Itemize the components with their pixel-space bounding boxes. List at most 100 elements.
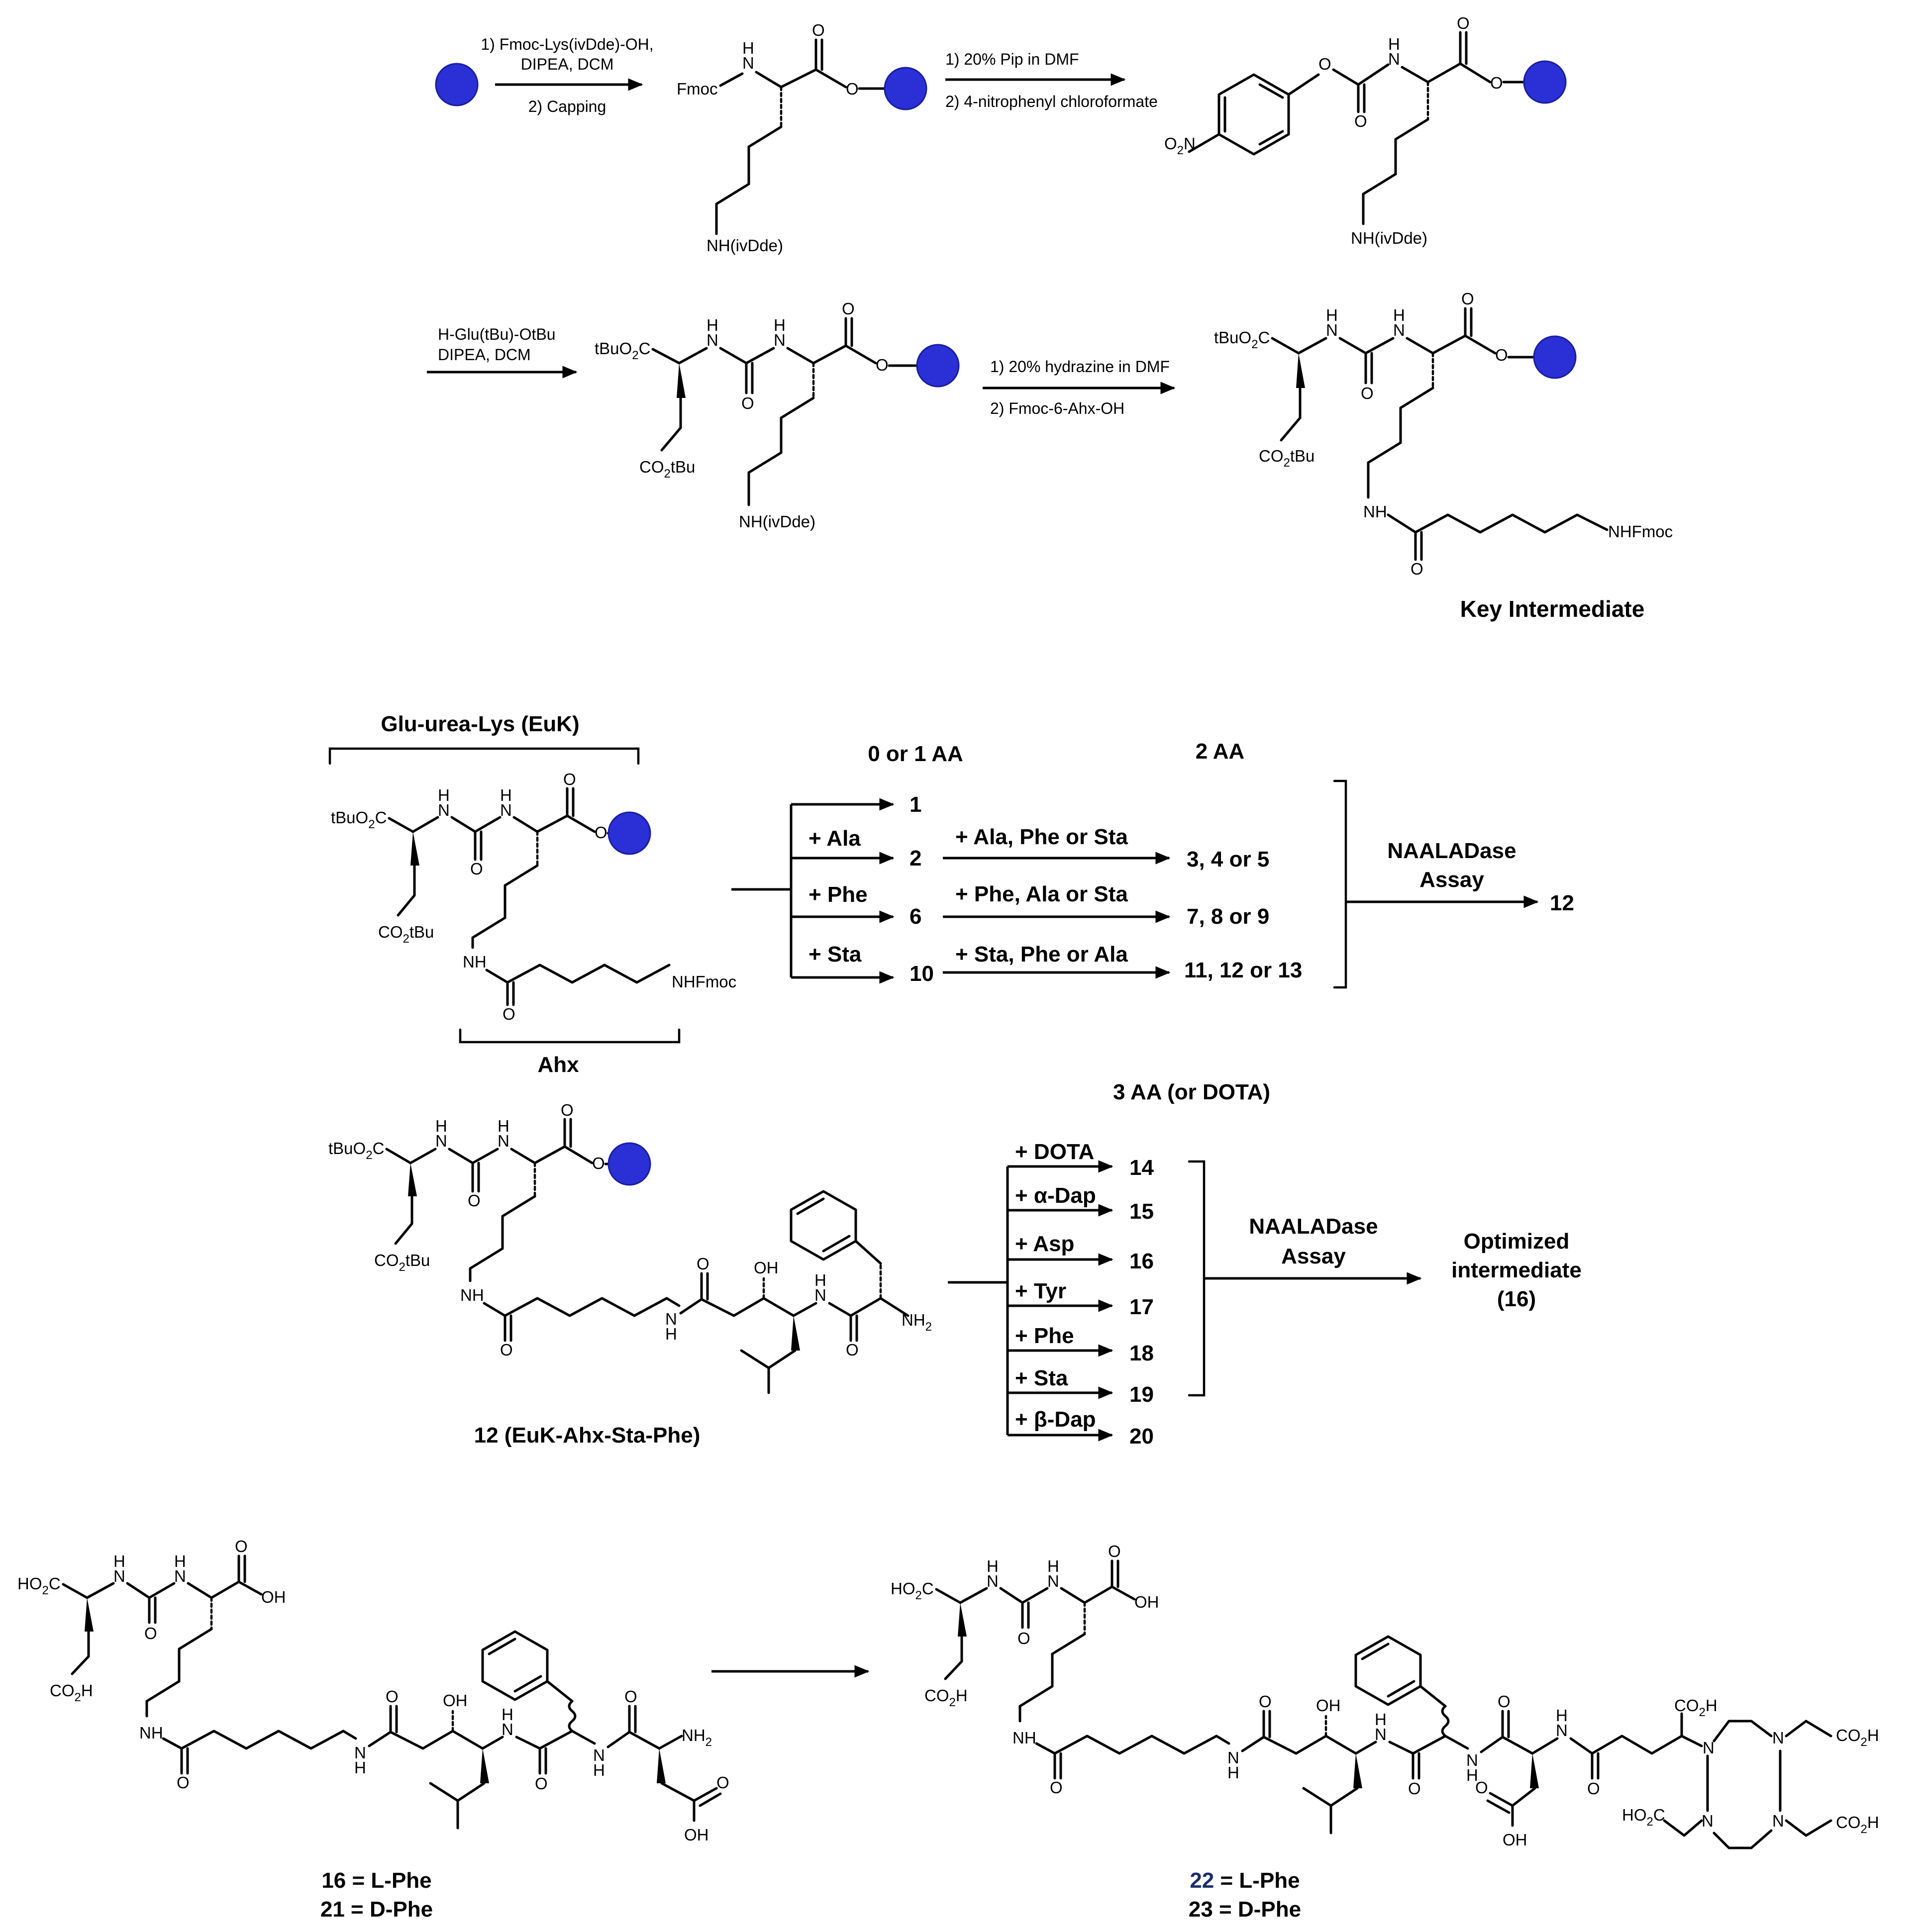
nh-ivdde-3: NH(ivDde)	[739, 512, 815, 531]
svg-text:CO2H: CO2H	[1674, 1696, 1717, 1719]
atom-oh: OH	[1503, 1831, 1527, 1849]
atom-o: O	[1017, 1629, 1030, 1647]
assay2-line2: Assay	[1281, 1244, 1346, 1268]
reagent2-sta: + Sta, Phe or Ala	[955, 942, 1128, 966]
fmoc-label: Fmoc	[677, 80, 718, 98]
atom-h: H	[500, 786, 512, 804]
optimized-line2: intermediate	[1451, 1258, 1582, 1282]
atom-nh: NH	[139, 1724, 163, 1742]
co2tbu-1: CO	[374, 1251, 399, 1269]
sub-2: 2	[75, 1691, 81, 1704]
co2tbu-1: CO	[639, 458, 664, 476]
product-17: 17	[1129, 1295, 1154, 1319]
svg-text:CO2H: CO2H	[50, 1681, 93, 1704]
sub-2: 2	[925, 1320, 932, 1334]
atom-o: O	[716, 1773, 729, 1792]
atom-o: O	[1361, 384, 1374, 402]
cond4-line1: 1) 20% hydrazine in DMF	[990, 358, 1170, 376]
atom-o-link: O	[876, 356, 889, 374]
atom-ho2c: HO	[17, 1574, 42, 1593]
svg-text:HO2C: HO2C	[17, 1574, 61, 1597]
sub-2: 2	[949, 1696, 956, 1709]
atom-h: H	[814, 1271, 826, 1289]
atom-n: N	[435, 1132, 447, 1150]
svg-text:tBuO2C: tBuO2C	[328, 1139, 384, 1162]
atom-n: N	[1375, 1725, 1387, 1743]
atom-o: O	[1050, 1778, 1063, 1797]
assay-bracket-2	[1188, 1160, 1206, 1397]
atom-oh: OH	[754, 1258, 779, 1277]
reagent-a-dap: + α-Dap	[1015, 1183, 1096, 1208]
atom-n: N	[707, 331, 718, 349]
atom-n: N	[1466, 1751, 1478, 1769]
reagent-b-dap: + β-Dap	[1015, 1407, 1096, 1432]
product-14: 14	[1129, 1156, 1154, 1180]
tbu-1: tBu	[409, 923, 434, 941]
svg-text:NH2: NH2	[902, 1311, 932, 1334]
atom-co2h: CO	[1836, 1726, 1861, 1744]
atom-o: O	[235, 1537, 248, 1555]
atom-h-end: H	[1706, 1696, 1717, 1715]
row1: 1) Fmoc-Lys(ivDde)-OH, DIPEA, DCM 2) Cap…	[435, 14, 1567, 255]
atom-o: O	[1354, 112, 1367, 130]
atom-h: H	[438, 786, 450, 804]
atom-o: O	[812, 21, 825, 39]
row5: HO2C N H O N H O OH CO2H	[17, 1537, 1879, 1922]
sub-2: 2	[1251, 338, 1258, 351]
atom-n: N	[113, 1567, 125, 1585]
svg-text:CO2H: CO2H	[924, 1686, 968, 1709]
atom-h: H	[742, 39, 754, 57]
fmoc-lys-resin-structure: Fmoc N H O O NH(ivDde)	[677, 21, 927, 255]
sub-2: 2	[42, 1584, 49, 1597]
sub-2: 2	[1861, 1736, 1867, 1749]
atom-nh2: NH	[682, 1726, 706, 1744]
svg-text:CO2H: CO2H	[1836, 1813, 1879, 1836]
atom-n: N	[1772, 1729, 1784, 1747]
atom-h: H	[593, 1761, 605, 1779]
atom-h-end: H	[1867, 1813, 1879, 1832]
atom-h: H	[1227, 1763, 1239, 1782]
svg-text:CO2tBu: CO2tBu	[639, 458, 695, 481]
assay1-line2: Assay	[1419, 868, 1484, 892]
sub-2: 2	[1647, 1815, 1653, 1829]
atom-h: H	[435, 1117, 447, 1135]
atom-o: O	[1475, 1778, 1488, 1797]
label-16-num: 16	[321, 1868, 346, 1893]
nitrophenyl-carbamate-structure: O2N O O N H O O NH(ivDde)	[1164, 14, 1567, 247]
atom-n: N	[1772, 1812, 1784, 1830]
atom-o: O	[503, 1005, 515, 1023]
urea-ivdde-resin-structure: tBuO2C N H O N H O O CO2tBu	[595, 299, 960, 531]
atom-n: N	[742, 54, 754, 72]
reagent2-ala: + Ala, Phe or Sta	[955, 825, 1128, 849]
tbuo2c-1: tBuO	[1214, 328, 1251, 347]
key-intermediate-label: Key Intermediate	[1460, 596, 1645, 622]
atom-n: N	[1047, 1572, 1059, 1590]
atom-nh2: NH	[902, 1311, 925, 1329]
label-22-num: 22	[1190, 1868, 1214, 1893]
product2-345: 3, 4 or 5	[1187, 847, 1269, 871]
reagent-sta: + Sta	[808, 942, 862, 966]
glu-urea-lys-label: Glu-urea-Lys (EuK)	[381, 712, 579, 736]
wavy-bond	[568, 1700, 577, 1733]
header-2-aa: 2 AA	[1196, 739, 1245, 764]
cond2-line2: 2) 4-nitrophenyl chloroformate	[945, 93, 1158, 110]
label-21-d-phe: 21 = D-Phe	[320, 1897, 433, 1922]
ahx-bracket	[459, 1028, 681, 1044]
reagent-phe: + Phe	[808, 882, 868, 907]
sub-2: 2	[632, 349, 638, 362]
cond1-line3: 2) Capping	[528, 97, 606, 115]
atom-h: H	[1388, 35, 1400, 53]
ahx-label: Ahx	[537, 1053, 579, 1077]
atom-h: H	[1556, 1706, 1568, 1725]
row4: tBuO2C N H O N H O O CO2tBu	[328, 1080, 1582, 1449]
label-16-rest: = L-Phe	[346, 1868, 431, 1893]
label-22-l-phe: 22 = L-Phe	[1190, 1868, 1300, 1893]
atom-o: O	[1408, 1779, 1421, 1798]
sub-2: 2	[1861, 1823, 1867, 1836]
atom-c: C	[922, 1579, 934, 1598]
atom-h: H	[174, 1552, 186, 1570]
tbu-1: tBu	[1290, 447, 1315, 465]
product-15: 15	[1129, 1199, 1154, 1224]
atom-c: C	[373, 1139, 385, 1158]
svg-text:HO2C: HO2C	[1622, 1806, 1665, 1829]
